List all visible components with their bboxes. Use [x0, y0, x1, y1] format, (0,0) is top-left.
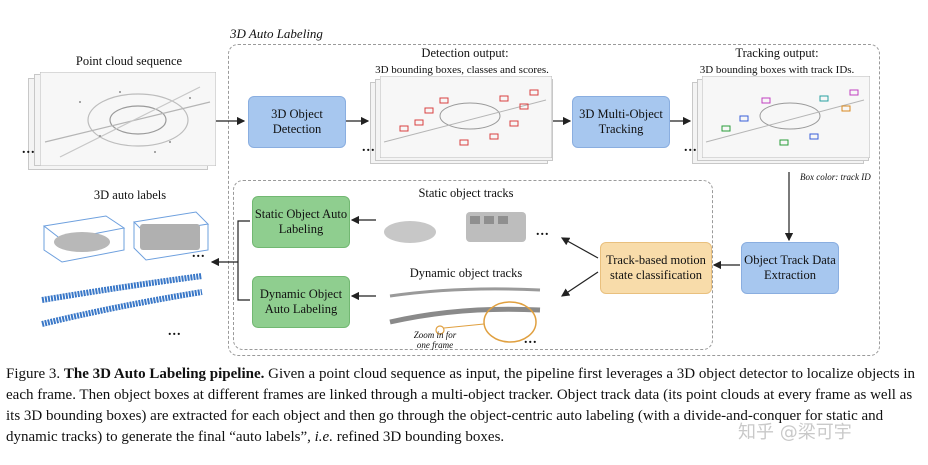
detection-output-title: Detection output: [421, 46, 509, 60]
auto-labeling-title: 3D Auto Labeling [230, 26, 323, 41]
auto-labels-title: 3D auto labels [93, 188, 167, 202]
auto-labeling-region [228, 44, 880, 356]
detection-box: 3D Object Detection [248, 96, 346, 148]
tracking-output-title: Tracking output: [735, 46, 819, 60]
figure-caption: Figure 3. The 3D Auto Labeling pipeline.… [6, 364, 920, 448]
static-labeling-box: Static Object Auto Labeling [252, 196, 350, 248]
watermark: 知乎 @梁可宇 [738, 422, 852, 443]
classification-box: Track-based motion state classification [600, 242, 712, 294]
flow-arrows [210, 116, 794, 301]
object-centric-region [233, 180, 713, 350]
zoom-note-line2: one frame [416, 340, 454, 350]
zoom-note: Zoom in for one frame [410, 330, 460, 350]
caption-part2: refined 3D bounding boxes. [332, 429, 505, 445]
caption-part1: Given a point cloud sequence as input, t… [6, 366, 916, 445]
static-tracks-label: Static object tracks [418, 186, 514, 200]
detection-ellipsis: ... [362, 140, 376, 155]
tracking-box: 3D Multi-Object Tracking [572, 96, 670, 148]
auto-labels-image [41, 211, 210, 327]
auto-labels-ellipsis-bottom: ... [168, 324, 182, 339]
tracking-output-subtitle: 3D bounding boxes with track IDs. [699, 64, 855, 76]
dynamic-labeling-box: Dynamic Object Auto Labeling [252, 276, 350, 328]
static-tracks-image [384, 212, 526, 243]
caption-bold-title: The 3D Auto Labeling pipeline. [63, 366, 265, 382]
detection-output-subtitle: 3D bounding boxes, classes and scores. [375, 64, 549, 76]
auto-labels-ellipsis-top: ... [192, 246, 206, 261]
caption-prefix: Figure 3. [6, 366, 61, 382]
static-ellipsis: ... [536, 224, 550, 239]
caption-ie: i.e. [314, 429, 333, 445]
zoom-note-line1: Zoom in for [413, 330, 457, 340]
dynamic-ellipsis: ... [524, 332, 538, 347]
extraction-box: Object Track Data Extraction [741, 242, 839, 294]
dynamic-tracks-label: Dynamic object tracks [409, 266, 523, 280]
point-cloud-label: Point cloud sequence [75, 54, 183, 68]
point-cloud-image [40, 72, 216, 166]
tracking-ellipsis: ... [684, 140, 698, 155]
box-color-note: Box color: track ID [800, 172, 871, 182]
dynamic-tracks-image [389, 287, 541, 343]
sequence-ellipsis: ... [22, 142, 36, 157]
